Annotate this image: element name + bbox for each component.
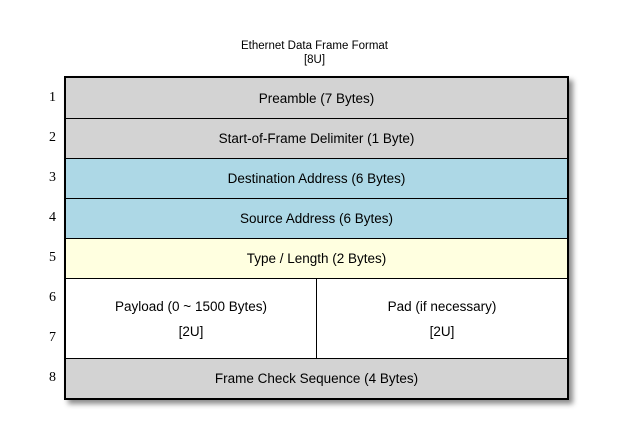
payload-label: Payload (0 ~ 1500 Bytes) <box>115 298 267 314</box>
diagram-subtitle: [8U] <box>303 54 326 66</box>
pad-label: Pad (if necessary) <box>387 298 497 314</box>
frame-row-source-address: Source Address (6 Bytes) <box>66 198 567 238</box>
frame-row-fcs: Frame Check Sequence (4 Bytes) <box>66 358 567 398</box>
diagram-title: Ethernet Data Frame Format <box>241 40 388 52</box>
pad-sub-label: [2U] <box>429 323 455 339</box>
row-number-5: 5 <box>49 250 56 265</box>
frame-row-destination-address-label: Destination Address (6 Bytes) <box>227 171 406 186</box>
frame-format-table: Preamble (7 Bytes) Start-of-Frame Delimi… <box>64 76 569 400</box>
row-number-3: 3 <box>49 170 56 185</box>
row-number-7: 7 <box>49 330 56 345</box>
payload-cell: Payload (0 ~ 1500 Bytes) [2U] <box>66 279 316 358</box>
frame-row-fcs-label: Frame Check Sequence (4 Bytes) <box>214 371 419 386</box>
frame-row-sfd: Start-of-Frame Delimiter (1 Byte) <box>66 118 567 158</box>
frame-row-sfd-label: Start-of-Frame Delimiter (1 Byte) <box>218 131 415 146</box>
frame-row-payload-pad: Payload (0 ~ 1500 Bytes) [2U] Pad (if ne… <box>66 278 567 358</box>
row-number-6: 6 <box>49 290 56 305</box>
row-number-8: 8 <box>49 370 56 385</box>
row-number-4: 4 <box>49 210 56 225</box>
frame-row-type-length: Type / Length (2 Bytes) <box>66 238 567 278</box>
frame-row-destination-address: Destination Address (6 Bytes) <box>66 158 567 198</box>
row-number-1: 1 <box>49 90 56 105</box>
diagram-header: Ethernet Data Frame Format [8U] <box>64 39 565 67</box>
frame-row-type-length-label: Type / Length (2 Bytes) <box>246 251 387 266</box>
frame-row-source-address-label: Source Address (6 Bytes) <box>239 211 394 226</box>
frame-row-preamble-label: Preamble (7 Bytes) <box>258 90 375 106</box>
payload-sub-label: [2U] <box>178 323 204 339</box>
frame-row-preamble: Preamble (7 Bytes) <box>66 78 567 118</box>
pad-cell: Pad (if necessary) [2U] <box>316 279 567 358</box>
row-number-2: 2 <box>49 130 56 145</box>
